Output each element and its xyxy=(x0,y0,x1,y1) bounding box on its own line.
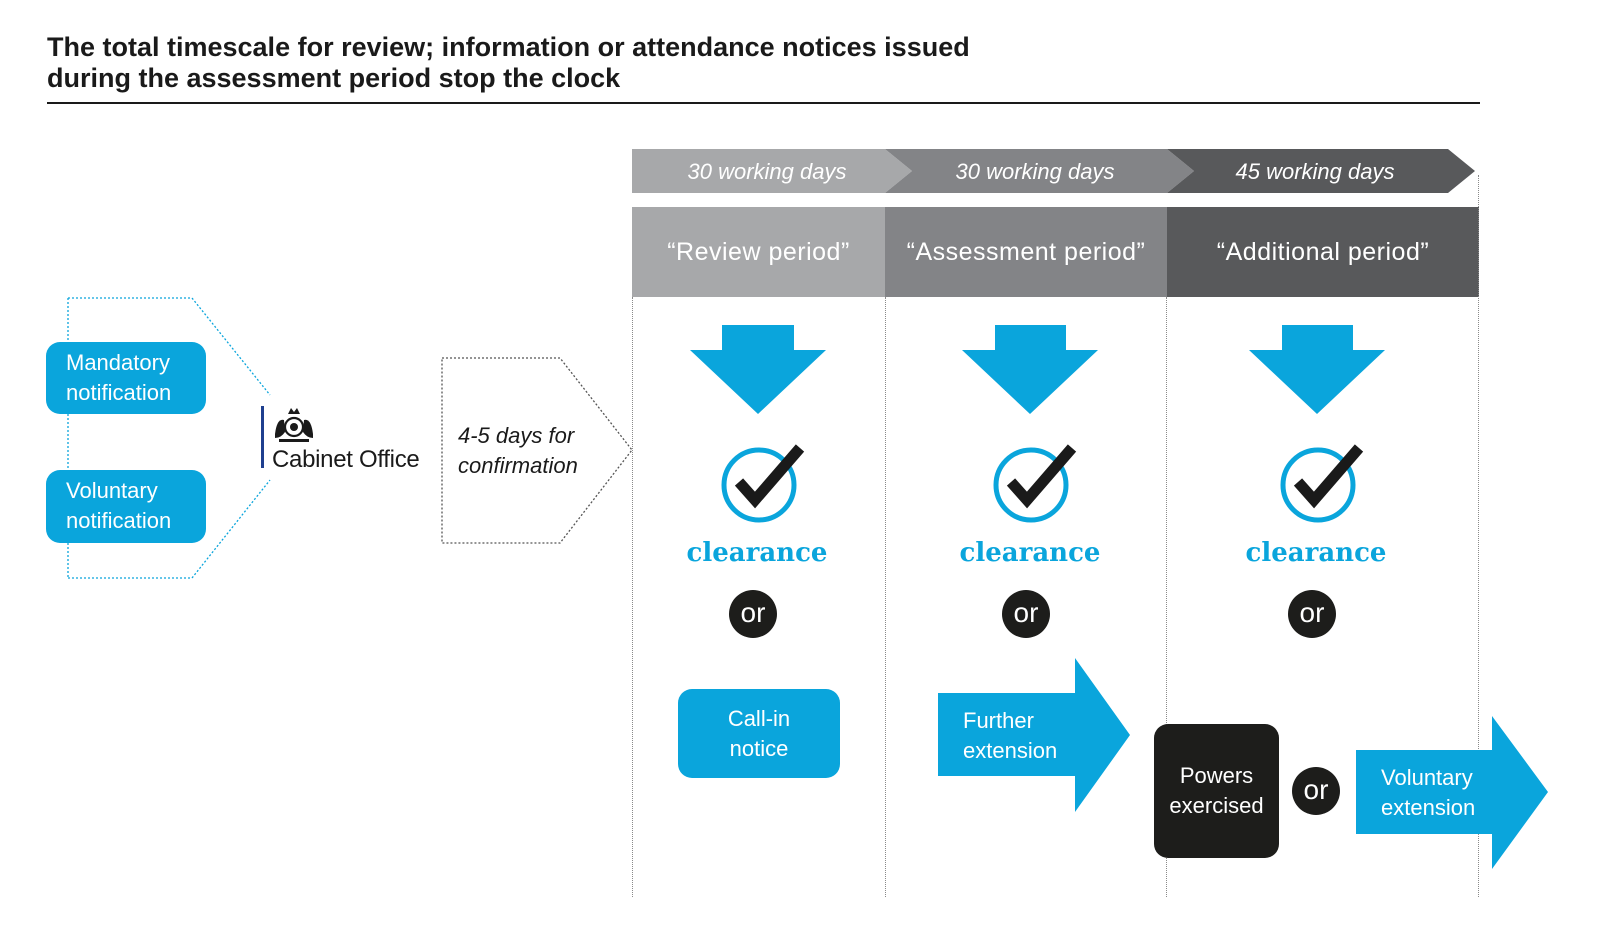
call-in-notice-badge: Call-in notice xyxy=(678,689,840,778)
powers-label-1: Powers xyxy=(1179,763,1254,788)
mandatory-label-2: notification xyxy=(66,380,172,405)
further-label-2: extension xyxy=(963,738,1058,763)
logo-bar xyxy=(261,406,264,468)
mandatory-label-1: Mandatory xyxy=(66,350,170,375)
down-arrow-icon xyxy=(962,325,1098,414)
voluntary-label-2: notification xyxy=(66,508,172,533)
voluntary-ext-label-1: Voluntary xyxy=(1381,765,1473,790)
voluntary-label-1: Voluntary xyxy=(66,478,158,503)
clearance-label: clearance xyxy=(1245,538,1387,568)
notification-bracket xyxy=(68,297,271,396)
down-arrow-icon xyxy=(690,325,826,414)
days-chevron-2 xyxy=(885,149,1194,193)
or-badge: or xyxy=(729,590,777,638)
call-in-label-1: Call-in xyxy=(727,706,791,731)
powers-label-2: exercised xyxy=(1169,793,1264,818)
review-period-header: “Review period” xyxy=(632,207,885,297)
mandatory-notification-badge: Mandatory notification xyxy=(46,342,206,414)
or-badge: or xyxy=(1292,767,1340,815)
assessment-period-label: “Assessment period” xyxy=(906,237,1146,266)
voluntary-extension-arrow xyxy=(1356,716,1548,869)
additional-period-header: “Additional period” xyxy=(1167,207,1479,297)
voluntary-extension-text: Voluntary extension xyxy=(1381,763,1475,823)
days-chevron-3 xyxy=(1167,149,1475,193)
royal-crest-icon xyxy=(275,408,313,442)
column-divider xyxy=(632,297,633,897)
days-label-3: 45 working days xyxy=(1235,159,1395,184)
assessment-period-header: “Assessment period” xyxy=(885,207,1167,297)
call-in-label-2: notice xyxy=(729,736,789,761)
days-label-1: 30 working days xyxy=(687,159,847,184)
down-arrow-icon xyxy=(1249,325,1385,414)
clearance-label: clearance xyxy=(686,538,828,568)
or-badge: or xyxy=(1002,590,1050,638)
days-chevron-1 xyxy=(632,149,912,193)
page-title: The total timescale for review; informat… xyxy=(47,32,1147,94)
confirmation-text: 4-5 days for confirmation xyxy=(458,421,578,481)
confirmation-arrow-shape xyxy=(441,357,633,544)
check-circle-icon xyxy=(993,444,1077,523)
column-divider xyxy=(885,297,886,897)
cabinet-office-label: Cabinet Office xyxy=(272,446,420,473)
voluntary-notification-badge: Voluntary notification xyxy=(46,470,206,543)
check-circle-icon xyxy=(721,444,805,523)
further-label-1: Further xyxy=(963,708,1034,733)
check-circle-icon xyxy=(1280,444,1364,523)
confirmation-line-2: confirmation xyxy=(458,453,578,478)
additional-period-label: “Additional period” xyxy=(1216,237,1430,266)
title-divider xyxy=(47,102,1480,104)
title-line-1: The total timescale for review; informat… xyxy=(47,32,970,62)
powers-exercised-badge: Powers exercised xyxy=(1154,724,1279,858)
or-badge: or xyxy=(1288,590,1336,638)
notification-bracket-bottom xyxy=(68,479,271,579)
voluntary-ext-label-2: extension xyxy=(1381,795,1476,820)
confirmation-line-1: 4-5 days for xyxy=(458,423,575,448)
further-extension-arrow xyxy=(938,658,1130,812)
clearance-label: clearance xyxy=(959,538,1101,568)
column-divider xyxy=(1166,297,1167,897)
days-label-2: 30 working days xyxy=(955,159,1115,184)
column-divider xyxy=(1478,175,1479,897)
further-extension-text: Further extension xyxy=(963,706,1057,766)
title-line-2: during the assessment period stop the cl… xyxy=(47,63,621,93)
review-period-label: “Review period” xyxy=(667,237,850,266)
